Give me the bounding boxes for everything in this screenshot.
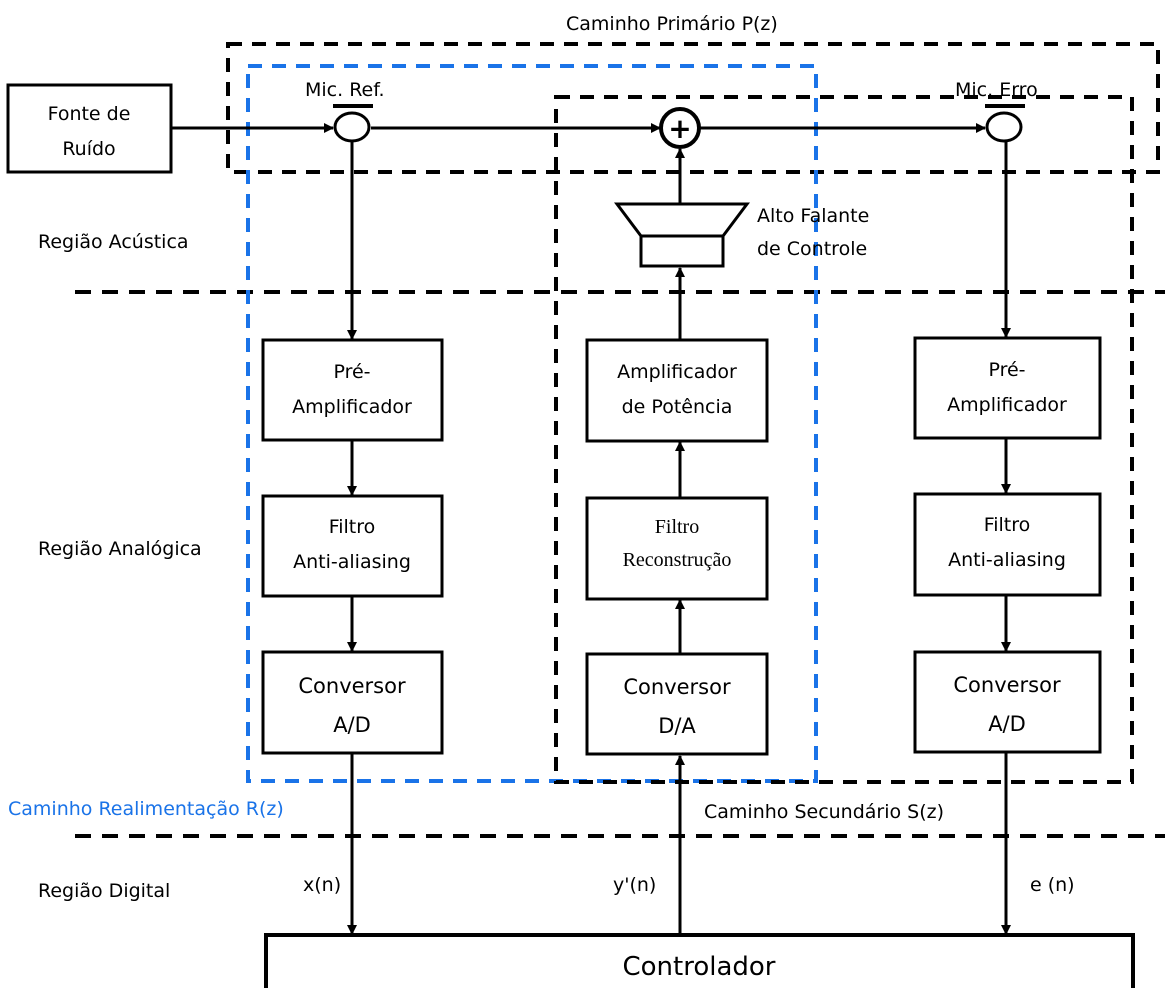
power-amp-block [585, 338, 769, 443]
preamp-ref-block [261, 338, 444, 442]
sum-symbol: + [668, 112, 691, 145]
summing-junction-icon: + [659, 107, 701, 149]
region-acoustic-label: Região Acústica [38, 231, 189, 253]
preamp-ref-line2: Amplificador [292, 396, 412, 418]
dac-block [585, 652, 769, 756]
adc-err-line1: Conversor [953, 673, 1061, 697]
power-amp-line2: de Potência [622, 396, 733, 418]
primary-path-label: Caminho Primário P(z) [566, 13, 778, 35]
region-analog-label: Região Analógica [38, 538, 202, 560]
adc-ref-block [261, 650, 444, 755]
aa-filter-err-line2: Anti-aliasing [948, 549, 1066, 571]
mic-ref-label: Mic. Ref. [305, 79, 385, 101]
power-amp-line1: Amplificador [617, 361, 737, 383]
dac-line1: Conversor [623, 675, 731, 699]
adc-ref-line2: A/D [333, 713, 371, 737]
aa-filter-ref-line1: Filtro [329, 516, 376, 538]
recon-filter-block [585, 496, 769, 601]
speaker-label-line2: de Controle [757, 238, 867, 260]
speaker-label-line1: Alto Falante [757, 205, 869, 227]
recon-filter-line2: Reconstrução [623, 549, 732, 571]
primary-path-boundary [226, 42, 1160, 174]
recon-filter-line1: Filtro [655, 516, 699, 538]
feedback-path-label: Caminho Realimentação R(z) [8, 798, 284, 820]
noise-source-line1: Fonte de [48, 103, 131, 125]
preamp-err-line2: Amplificador [947, 394, 1067, 416]
aa-filter-err-block [913, 492, 1102, 597]
signal-x-label: x(n) [303, 874, 341, 896]
controller-label: Controlador [622, 952, 775, 982]
noise-source-block [6, 83, 173, 174]
region-digital-label: Região Digital [38, 880, 170, 902]
preamp-ref-line1: Pré- [333, 361, 370, 383]
aa-filter-err-line1: Filtro [984, 514, 1031, 536]
mic-ref-icon [333, 104, 373, 143]
mic-err-icon [985, 104, 1025, 143]
preamp-err-line1: Pré- [988, 359, 1025, 381]
control-speaker-icon [614, 202, 750, 268]
noise-source-line2: Ruído [62, 138, 115, 160]
aa-filter-ref-line2: Anti-aliasing [293, 551, 411, 573]
secondary-path-label: Caminho Secundário S(z) [704, 801, 944, 823]
adc-err-line2: A/D [988, 712, 1026, 736]
secondary-path-boundary [554, 95, 1134, 784]
aa-filter-ref-block [261, 494, 444, 598]
adc-err-block [913, 650, 1102, 754]
mic-err-label: Mic. Erro [955, 79, 1038, 101]
signal-y-label: y'(n) [613, 874, 656, 896]
dac-line2: D/A [658, 714, 696, 738]
signal-e-label: e (n) [1030, 874, 1075, 896]
adc-ref-line1: Conversor [298, 674, 406, 698]
feedback-path-boundary [246, 64, 818, 783]
preamp-err-block [913, 336, 1102, 440]
controller-block [264, 933, 1135, 988]
